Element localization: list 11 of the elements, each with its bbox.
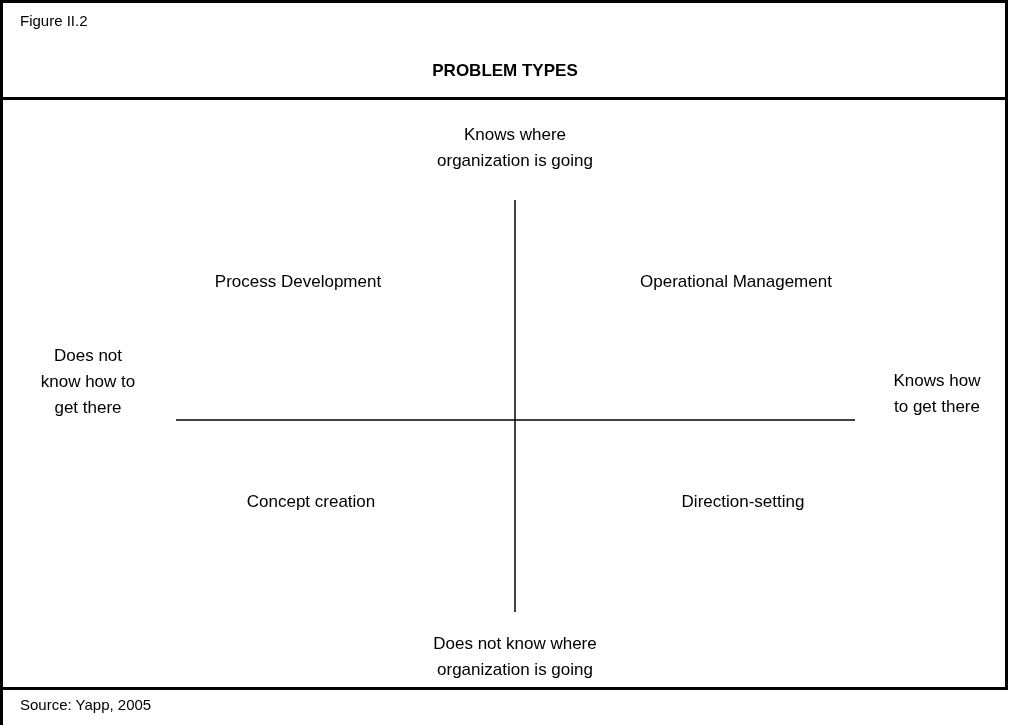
axis-label: Does not know where organization is going xyxy=(432,633,598,681)
quadrant-label: Direction-setting xyxy=(680,491,806,513)
source-note: Source: Yapp, 2005 xyxy=(20,695,153,715)
axis-label: Knows how to get there xyxy=(892,370,982,418)
quadrant-label: Operational Management xyxy=(639,271,833,293)
quadrant-label: Process Development xyxy=(213,271,383,293)
axis-label: Does not know how to get there xyxy=(39,345,137,419)
axis-label: Knows where organization is going xyxy=(436,124,594,172)
quadrant-label: Concept creation xyxy=(245,491,377,513)
figure-number: Figure II.2 xyxy=(20,11,89,31)
figure-title: PROBLEM TYPES xyxy=(431,60,579,82)
